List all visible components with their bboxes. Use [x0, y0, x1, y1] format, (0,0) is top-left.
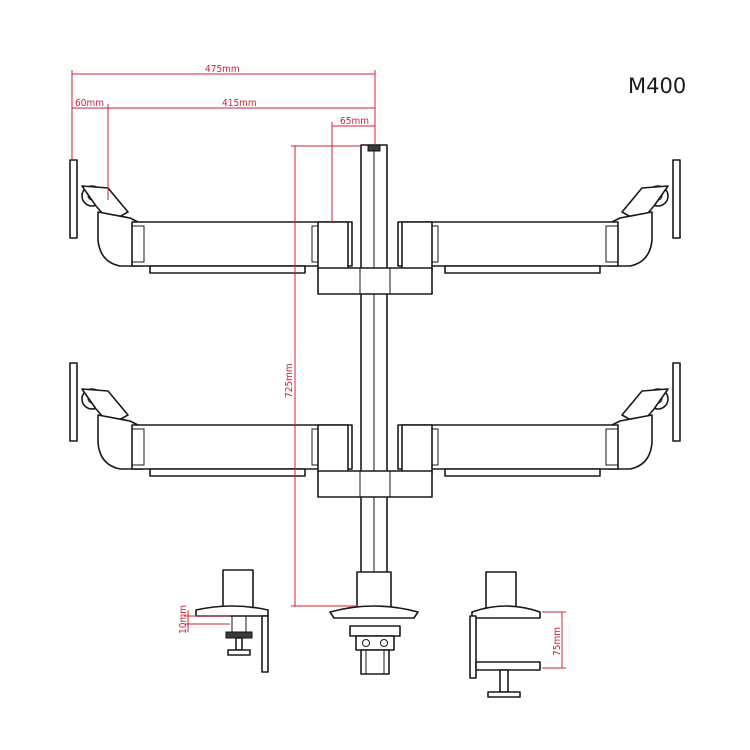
dimension-75: 75mm	[542, 611, 566, 669]
dim-desk-thickness: 75mm	[552, 627, 563, 656]
dimension-725: 725mm	[284, 145, 361, 607]
dim-clamp-plate: 10mm	[178, 605, 189, 634]
center-base	[329, 571, 419, 675]
lower-left-arm	[69, 362, 353, 477]
dimension-10: 10mm	[178, 605, 230, 634]
lower-hub	[317, 470, 433, 498]
dimension-65: 65mm	[331, 116, 375, 222]
pole	[360, 144, 388, 576]
upper-hub	[317, 267, 433, 295]
right-clamp-detail	[469, 571, 541, 698]
upper-right-arm	[397, 159, 681, 274]
left-clamp-detail	[195, 569, 269, 673]
lower-right-arm	[397, 362, 681, 477]
model-label: M400	[628, 74, 686, 98]
dim-arm-reach: 415mm	[222, 98, 257, 109]
dim-pole-offset: 65mm	[340, 116, 369, 127]
dim-arm-offset: 60mm	[75, 98, 104, 109]
dimension-60-415: 60mm 415mm	[72, 98, 375, 200]
dim-overall-width: 475mm	[205, 64, 240, 75]
dim-pole-height: 725mm	[284, 363, 295, 398]
upper-left-arm	[69, 159, 353, 274]
